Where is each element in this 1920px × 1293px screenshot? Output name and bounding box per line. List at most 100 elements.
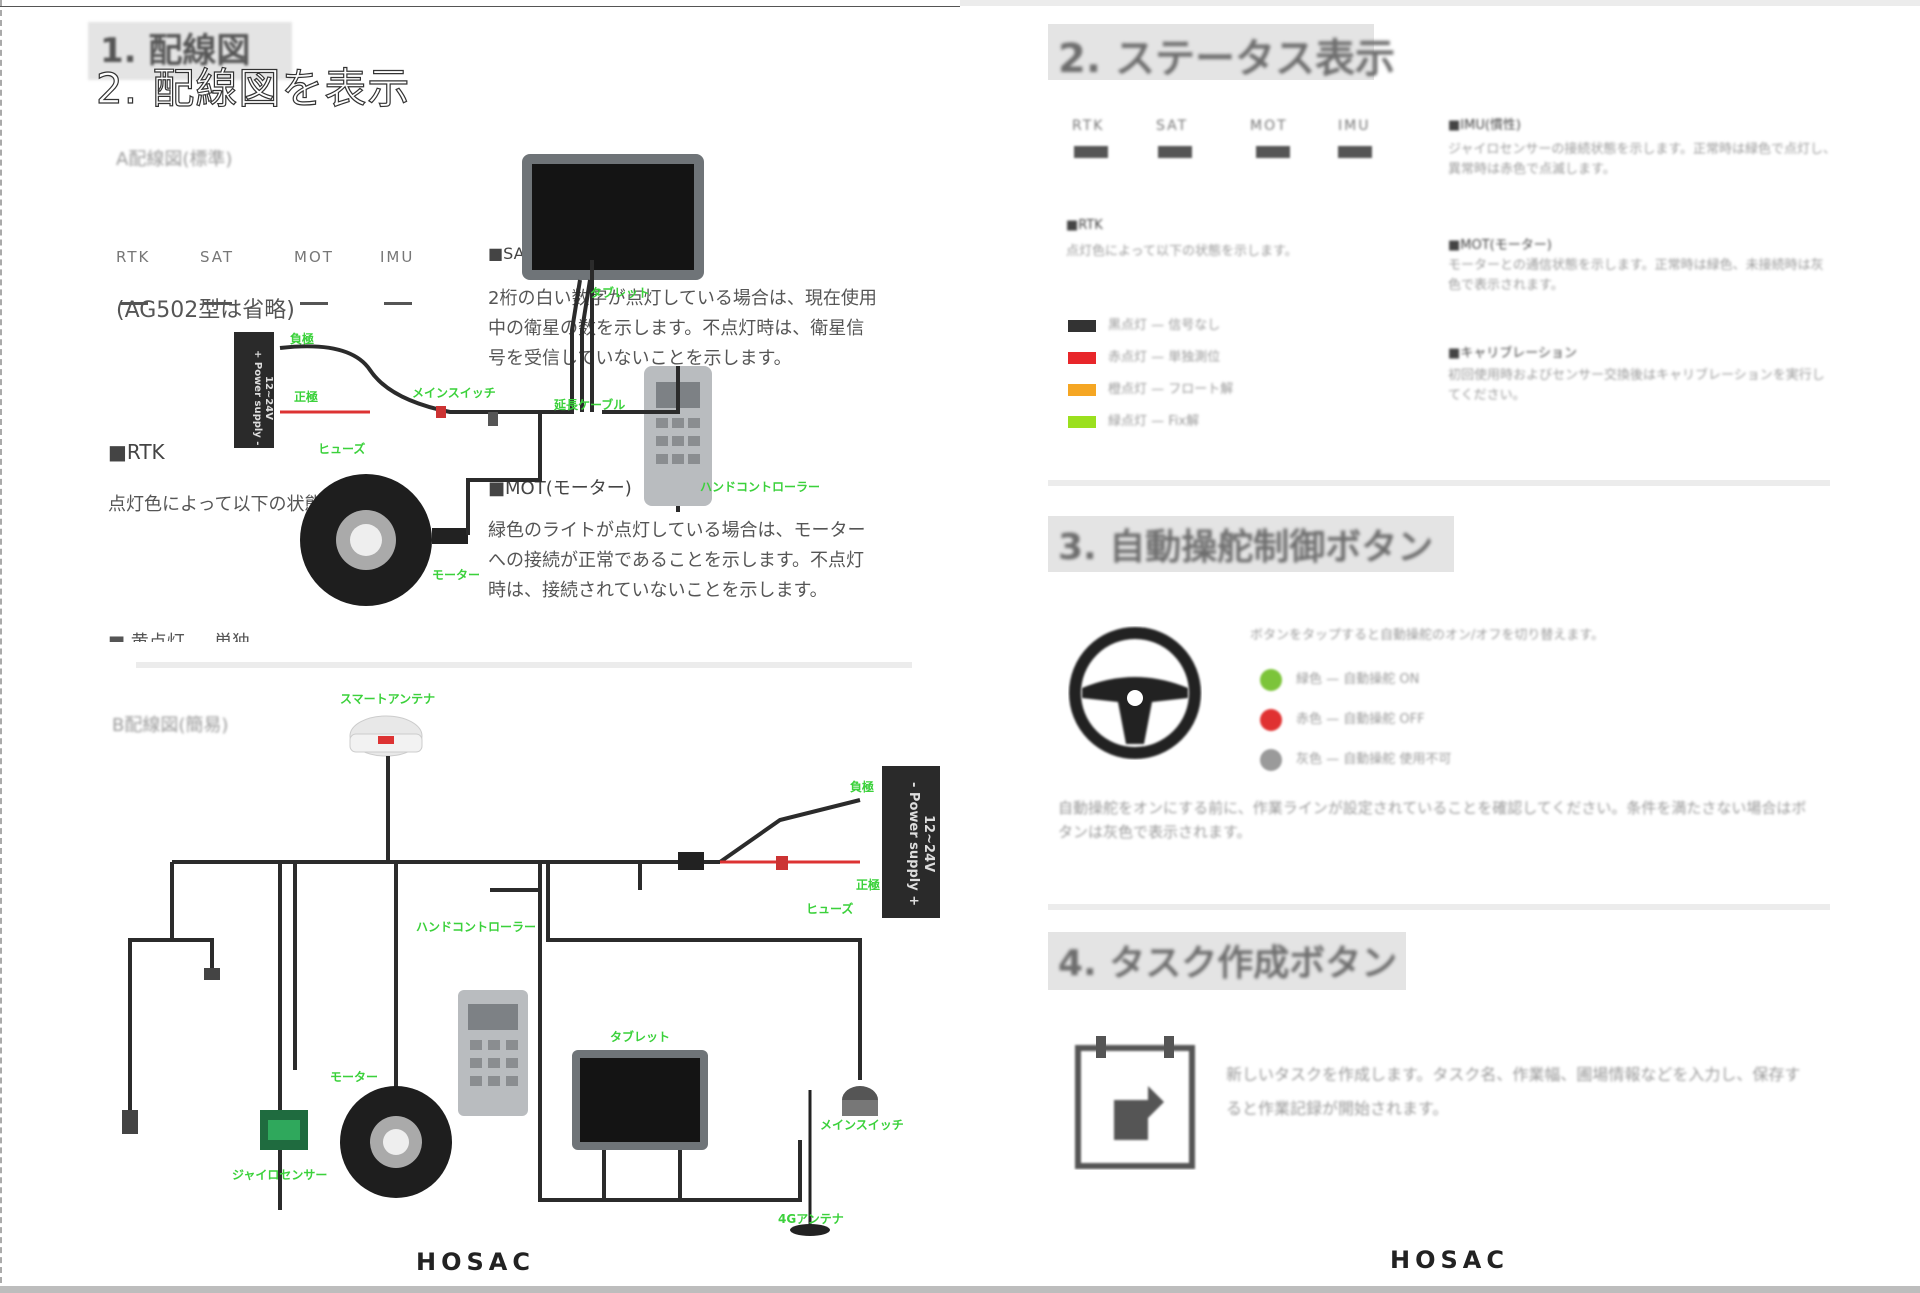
state-off: 赤色 — 自動操舵 OFF: [1260, 700, 1620, 740]
sec3-title: 3. 自動操舵制御ボタン: [1058, 527, 1434, 568]
tablet-device-b: [572, 1050, 708, 1150]
antenna-4g-device: [790, 1090, 830, 1236]
legend-label-orange: 橙点灯 — フロート解: [1108, 382, 1234, 397]
right-status-col-sat: SAT: [1156, 118, 1189, 134]
label-neg-a: 負極: [290, 332, 315, 346]
right-status-col-rtk: RTK: [1072, 118, 1105, 134]
left-status-col-imu: IMU: [380, 248, 415, 266]
right-page-top-band: [960, 0, 1920, 6]
legend-label-green: 緑点灯 — Fix解: [1108, 414, 1200, 429]
left-status-dash-rtk: [120, 302, 148, 305]
config-a-label: A配線図(標準): [116, 149, 233, 170]
brand-left: HOSAC: [416, 1248, 535, 1276]
cal-body: 初回使用時およびセンサー交換後はキャリブレーションを実行してください。: [1448, 368, 1825, 403]
gyro-sensor-device: [260, 1110, 308, 1150]
sec3-intro: ボタンをタップすると自動操舵のオン/オフを切り替えます。: [1250, 628, 1605, 643]
state-on-indicator: [1260, 669, 1282, 691]
left-status-dash-mot: [300, 302, 328, 305]
left-status-dash-sat: [204, 302, 232, 305]
label-pos-b: 正極: [856, 878, 881, 892]
mot-body-right: モーターとの通信状態を示します。正常時は緑色、未接続時は灰色で表示されます。: [1448, 258, 1824, 293]
right-divider-2: [1048, 904, 1830, 910]
label-tablet-a: タブレット: [590, 286, 651, 300]
state-disabled: 灰色 — 自動操舵 使用不可: [1260, 740, 1620, 780]
legend-label-red: 赤点灯 — 単独測位: [1108, 350, 1221, 365]
section-title-status: [1048, 24, 1374, 80]
right-status-dash-sat: [1158, 146, 1192, 158]
state-off-indicator: [1260, 709, 1282, 731]
mot-heading-left: ■MOT(モーター): [488, 478, 632, 499]
right-status-col-mot: MOT: [1250, 118, 1288, 134]
wiring-diagram-a: [234, 154, 712, 606]
sec2-title: 2. ステータス表示: [1058, 36, 1395, 82]
overlay-title: 2. 配線図を表示: [95, 64, 411, 113]
switch-element-a: [488, 412, 498, 426]
label-main-switch-a: メインスイッチ: [412, 386, 496, 400]
label-smart-antenna: スマートアンテナ: [340, 692, 436, 706]
top-rule: [0, 6, 960, 7]
rtk-legend: 黒点灯 — 信号なし 赤点灯 — 単独測位 橙点灯 — フロート解 緑点灯 — …: [1068, 310, 1408, 438]
left-divider: [136, 662, 912, 668]
label-main-switch-b: メインスイッチ: [820, 1118, 904, 1132]
sec4-title: 4. タスク作成ボタン: [1058, 943, 1398, 984]
hand-controller-device-b: [458, 990, 528, 1116]
sec3-body: 自動操舵をオンにする前に、作業ラインが設定されていることを確認してください。条件…: [1058, 799, 1807, 841]
legend-swatch-black: [1068, 320, 1096, 332]
left-status-col-sat: SAT: [200, 248, 235, 266]
wiring-diagram-b: [122, 715, 940, 1236]
main-switch-device-b: [842, 1086, 878, 1116]
legend-label-black: 黒点灯 — 信号なし: [1108, 318, 1221, 333]
state-on-label: 緑色 — 自動操舵 ON: [1296, 672, 1420, 687]
mot-body-left: 緑色のライトが点灯している場合は、モーターへの接続が正常であることを示します。不…: [488, 520, 866, 601]
rtk-heading-right: ■RTK: [1066, 218, 1103, 233]
bottom-cut-text: ■ 黄点灯 — 単独: [108, 628, 250, 642]
sec4-body: 新しいタスクを作成します。タスク名、作業幅、圃場情報などを入力し、保存すると作業…: [1226, 1065, 1801, 1118]
label-4g-antenna: 4Gアンテナ: [778, 1212, 844, 1226]
hand-controller-device: [644, 366, 712, 506]
right-status-dash-imu: [1338, 146, 1372, 158]
legend-swatch-orange: [1068, 384, 1096, 396]
right-status-dash-rtk: [1074, 146, 1108, 158]
label-motor-b: モーター: [330, 1070, 379, 1084]
right-divider-1: [1048, 480, 1830, 486]
label-fuse-a: ヒューズ: [318, 442, 366, 456]
right-status-col-imu: IMU: [1338, 118, 1371, 134]
right-status-dash-mot: [1256, 146, 1290, 158]
legend-item-red: 赤点灯 — 単独測位: [1068, 342, 1408, 374]
state-disabled-indicator: [1260, 749, 1282, 771]
section-title-autosteer: [1048, 516, 1454, 572]
label-motor-a: モーター: [432, 568, 481, 582]
state-disabled-label: 灰色 — 自動操舵 使用不可: [1296, 752, 1452, 767]
section-title-wiring: 1. 配線図: [88, 22, 292, 80]
left-page: [0, 0, 2, 1293]
task-create-icon[interactable]: [1070, 1030, 1200, 1170]
model-text: (AG502型は省略): [116, 298, 295, 323]
power-supply-device-b: [882, 766, 940, 918]
imu-body: ジャイロセンサーの接続状態を示します。正常時は緑色で点灯し、異常時は赤色で点滅し…: [1448, 142, 1837, 177]
junction-box-b: [678, 852, 704, 870]
label-extension-cable: 延長ケーブル: [554, 398, 626, 412]
left-status-dash-imu: [384, 302, 412, 305]
power-supply-device-a: [234, 332, 274, 448]
legend-item-green: 緑点灯 — Fix解: [1068, 406, 1408, 438]
left-status-col-rtk: RTK: [116, 248, 151, 266]
label-neg-b: 負極: [850, 780, 875, 794]
smart-antenna-device: [349, 715, 423, 757]
tablet-device: [522, 154, 704, 280]
mot-heading-right: ■MOT(モーター): [1448, 238, 1552, 253]
section-title-task: [1048, 932, 1406, 990]
left-status-col-mot: MOT: [294, 248, 334, 266]
legend-item-black: 黒点灯 — 信号なし: [1068, 310, 1408, 342]
state-off-label: 赤色 — 自動操舵 OFF: [1296, 712, 1425, 727]
legend-item-orange: 橙点灯 — フロート解: [1068, 374, 1408, 406]
label-fuse-b: ヒューズ: [806, 902, 854, 916]
brand-right: HOSAC: [1390, 1246, 1509, 1274]
rtk-heading-left: ■RTK: [108, 440, 165, 464]
motor-device-a: [300, 474, 468, 606]
rtk-body-right: 点灯色によって以下の状態を示します。: [1066, 244, 1298, 259]
config-b-label: B配線図(簡易): [112, 715, 229, 736]
steering-wheel-icon[interactable]: [1068, 626, 1202, 760]
motor-device-b: [340, 1086, 452, 1198]
label-hand-controller-a: ハンドコントローラー: [700, 480, 821, 494]
cal-heading: ■キャリブレーション: [1448, 346, 1578, 361]
